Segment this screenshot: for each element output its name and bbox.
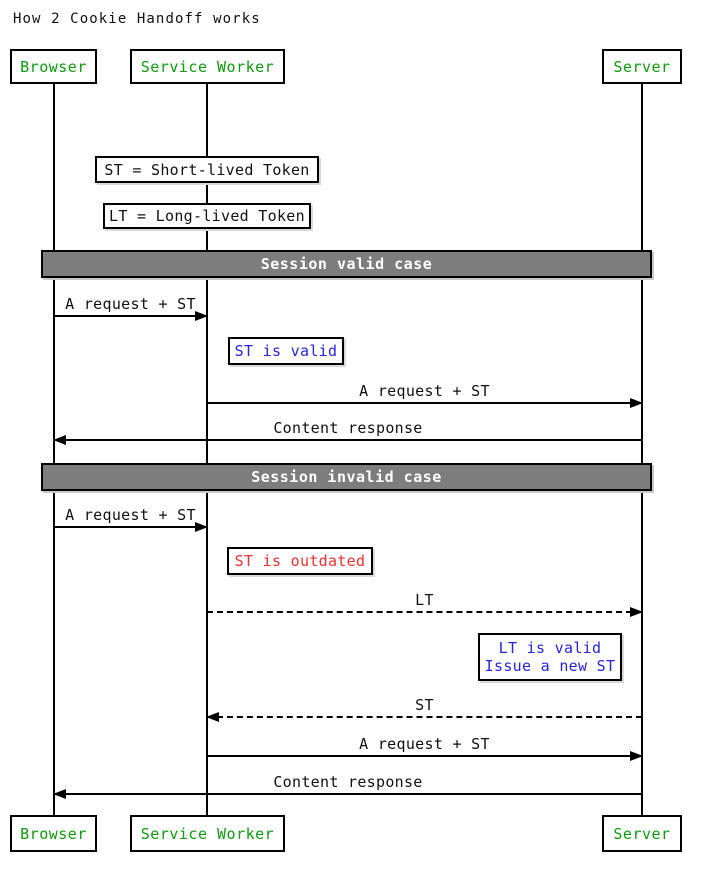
service-worker-lifeline [206,84,208,815]
arrowhead-right-icon [195,522,208,532]
arrowhead-left-icon [53,789,66,799]
actor-box-server-bottom: Server [602,815,682,852]
diagram-title: How 2 Cookie Handoff works [13,11,261,27]
state-note-line: Issue a new ST [484,657,616,675]
message-arrow-dashed [206,712,642,722]
message-arrow [54,522,208,532]
actor-box-browser-top: Browser [10,49,97,84]
message-arrow [53,435,642,445]
actor-box-server-top: Server [602,49,682,84]
section-divider-invalid-case: Session invalid case [41,463,652,491]
actor-box-browser-bottom: Browser [10,815,97,852]
message-label: A request + ST [65,295,196,313]
state-note-st-outdated: ST is outdated [227,547,373,575]
arrowhead-right-icon [630,607,643,617]
message-label: A request + ST [65,506,196,524]
message-arrow [207,751,643,761]
server-lifeline [641,84,643,815]
message-label: A request + ST [359,735,490,753]
message-label: Content response [273,419,423,437]
actor-box-service-worker-top: Service Worker [130,49,285,84]
legend-note-short-lived-token: ST = Short-lived Token [95,156,319,183]
section-divider-valid-case: Session valid case [41,250,652,278]
message-label: ST [415,696,434,714]
arrowhead-left-icon [206,712,219,722]
message-arrow-dashed [207,607,643,617]
legend-note-long-lived-token: LT = Long-lived Token [103,203,311,229]
message-label: LT [415,591,434,609]
browser-lifeline [53,84,55,815]
arrowhead-right-icon [195,311,208,321]
arrowhead-left-icon [53,435,66,445]
message-arrow [207,398,643,408]
message-arrow [53,789,642,799]
arrowhead-right-icon [630,751,643,761]
arrowhead-right-icon [630,398,643,408]
message-label: Content response [273,773,423,791]
state-note-lt-valid: LT is valid Issue a new ST [478,633,622,681]
state-note-line: LT is valid [498,639,602,657]
state-note-st-valid: ST is valid [228,337,344,365]
message-label: A request + ST [359,382,490,400]
actor-box-service-worker-bottom: Service Worker [130,815,285,852]
message-arrow [54,311,208,321]
